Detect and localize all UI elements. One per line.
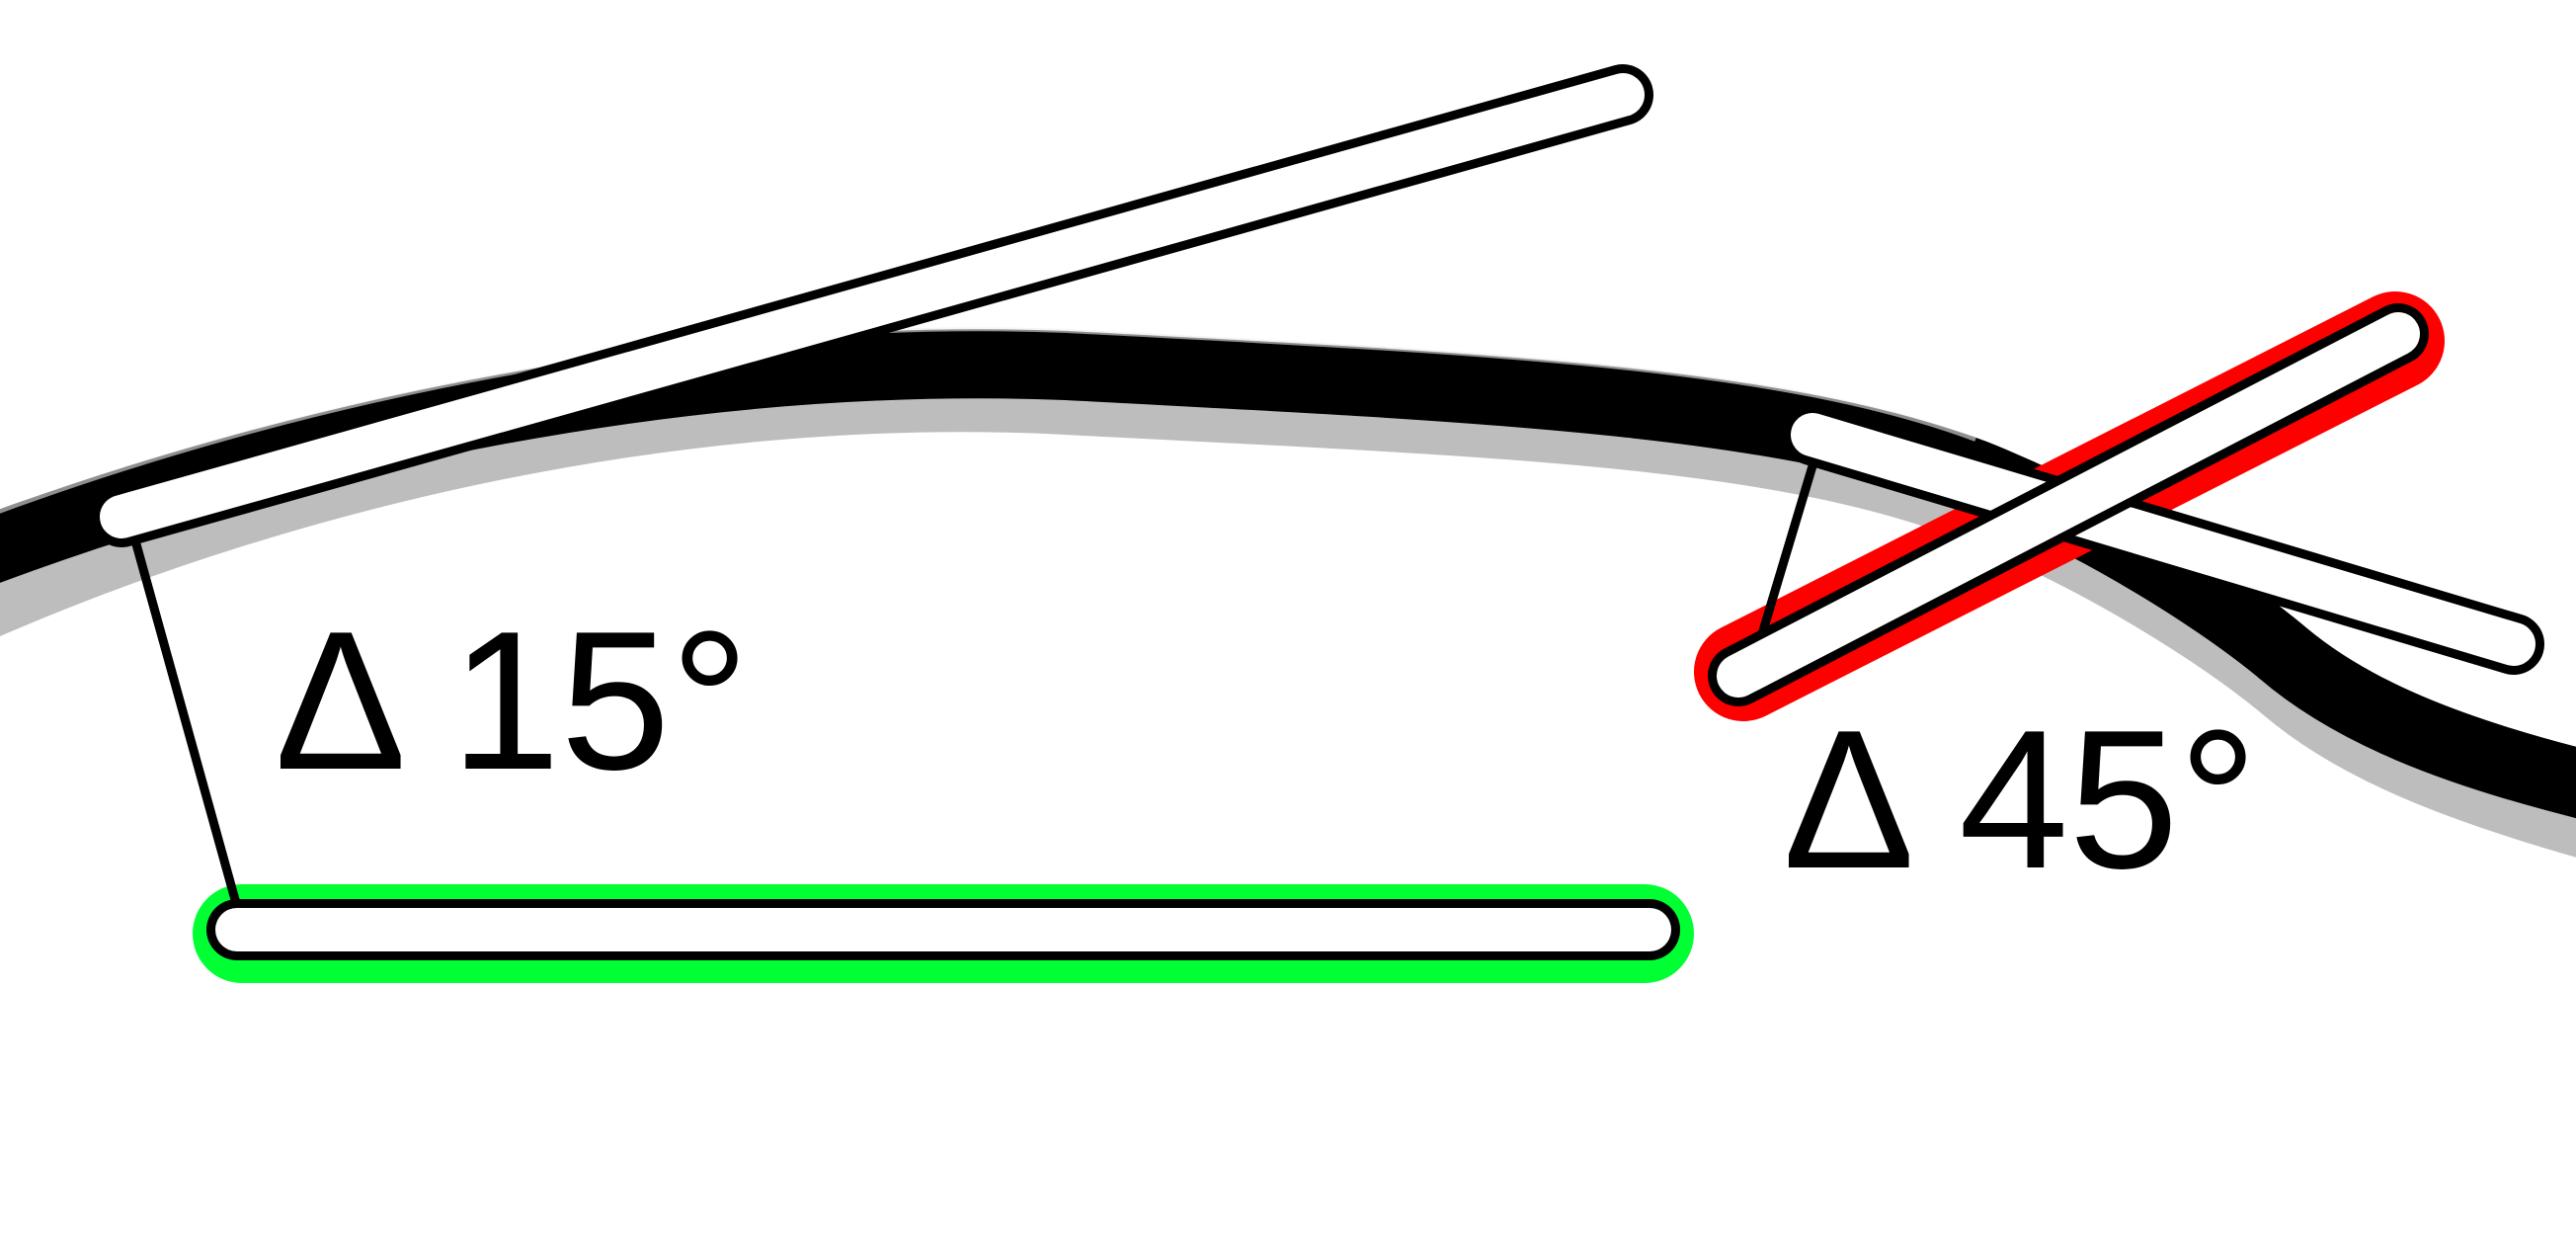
angle-label-45: Δ 45° (1783, 690, 2258, 910)
left-connector-line (128, 529, 244, 919)
crossed-bar-fill (1717, 312, 2420, 698)
angle-label-15: Δ 15° (275, 591, 750, 811)
reference-bar-right-fill (1791, 413, 2536, 666)
right-connector-line (1753, 445, 1822, 652)
reference-bar-upper-left-fill (100, 73, 1645, 538)
curve-edge-highlight (0, 327, 1976, 514)
